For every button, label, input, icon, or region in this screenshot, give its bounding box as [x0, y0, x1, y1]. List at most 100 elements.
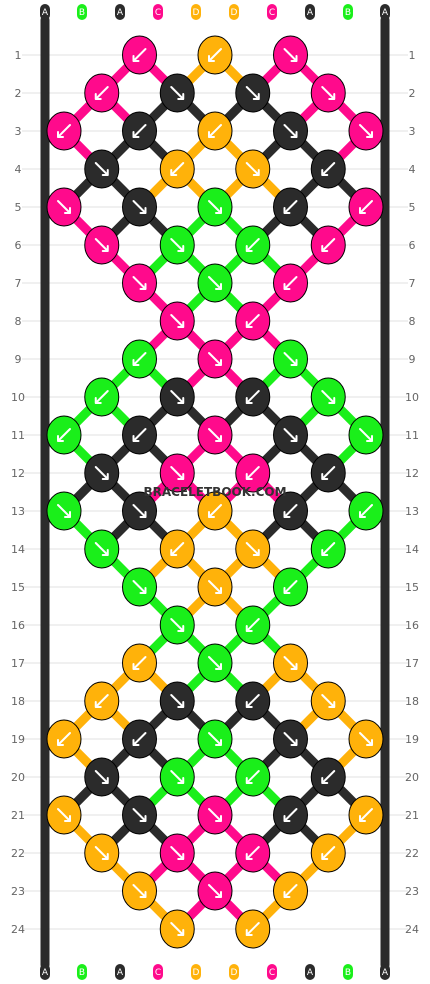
knot: [122, 491, 157, 531]
knot: [122, 567, 157, 607]
arrow-down-right-icon: [94, 238, 109, 252]
strand-label-bottom: C: [269, 968, 275, 978]
knot: [235, 529, 271, 569]
arrow-down-left-icon: [208, 124, 222, 138]
row-label-left: 24: [11, 923, 25, 936]
knot: [122, 871, 157, 911]
knot: [159, 73, 195, 113]
arrow-down-left-icon: [57, 428, 71, 442]
strand-label-bottom-cap: [40, 964, 50, 980]
knot: [197, 35, 233, 75]
arrow-down-left-icon: [170, 542, 185, 556]
arrow-down-right-icon: [94, 466, 109, 480]
strand-label-top-cap: [229, 4, 239, 20]
knot: [159, 453, 195, 493]
arrow-down-right-icon: [132, 580, 147, 594]
row-label-right: 13: [405, 505, 419, 518]
knot: [273, 719, 308, 759]
arrow-down-right-icon: [208, 276, 222, 290]
row-label-right: 17: [405, 657, 419, 670]
strand-label-top-cap: [115, 4, 125, 20]
row-label-left: 14: [11, 543, 25, 556]
arrow-down-right-icon: [359, 124, 373, 138]
strand-label-top-cap: [153, 4, 163, 20]
strand-label-top: A: [382, 8, 389, 18]
knot: [159, 681, 195, 721]
knot: [310, 681, 346, 721]
arrow-down-left-icon: [283, 808, 298, 822]
knot: [46, 111, 82, 151]
arrow-down-right-icon: [208, 200, 222, 214]
row-label-right: 1: [409, 49, 416, 62]
arrow-down-right-icon: [170, 770, 185, 784]
arrow-down-left-icon: [132, 124, 147, 138]
knot: [84, 225, 120, 265]
row-label-right: 20: [405, 771, 419, 784]
arrow-down-right-icon: [359, 732, 373, 746]
arrow-down-right-icon: [132, 808, 147, 822]
arrow-down-right-icon: [283, 732, 298, 746]
knot: [159, 833, 195, 873]
row-label-right: 22: [405, 847, 419, 860]
strand-label-top-cap: [343, 4, 353, 20]
strand-label-bottom: B: [79, 968, 85, 978]
arrow-down-left-icon: [94, 390, 109, 404]
knot: [235, 225, 271, 265]
knot: [273, 35, 308, 75]
knot: [84, 681, 120, 721]
knot: [310, 225, 346, 265]
row-label-right: 2: [409, 87, 416, 100]
row-label-right: 4: [409, 163, 416, 176]
arrow-down-right-icon: [245, 162, 260, 176]
arrow-down-right-icon: [321, 86, 336, 100]
arrow-down-left-icon: [245, 390, 260, 404]
knot: [197, 719, 233, 759]
arrow-down-right-icon: [94, 542, 109, 556]
arrow-down-left-icon: [321, 542, 336, 556]
knot: [310, 757, 346, 797]
row-label-left: 18: [11, 695, 25, 708]
strand-label-bottom: A: [382, 968, 389, 978]
row-label-right: 23: [405, 885, 419, 898]
arrow-down-right-icon: [170, 846, 185, 860]
strand-label-bottom-cap: [343, 964, 353, 980]
knot: [159, 301, 195, 341]
knot: [348, 111, 384, 151]
strand-label-top: B: [79, 8, 85, 18]
row-label-left: 1: [15, 49, 22, 62]
knot: [273, 871, 308, 911]
row-label-right: 9: [409, 353, 416, 366]
arrow-down-right-icon: [283, 48, 298, 62]
arrow-down-right-icon: [57, 504, 71, 518]
knot: [273, 795, 308, 835]
row-label-right: 6: [409, 239, 416, 252]
strand-label-bottom-cap: [267, 964, 277, 980]
arrow-down-right-icon: [57, 200, 71, 214]
row-label-right: 3: [409, 125, 416, 138]
knot: [310, 73, 346, 113]
arrow-down-left-icon: [245, 922, 260, 936]
strand-label-bottom: A: [42, 968, 49, 978]
arrow-down-left-icon: [170, 162, 185, 176]
arrow-down-left-icon: [283, 884, 298, 898]
knot: [273, 187, 308, 227]
arrow-down-left-icon: [94, 694, 109, 708]
knot: [46, 795, 82, 835]
row-label-right: 15: [405, 581, 419, 594]
knot: [159, 225, 195, 265]
strand-label-top: A: [307, 8, 314, 18]
row-label-left: 20: [11, 771, 25, 784]
row-label-right: 11: [405, 429, 419, 442]
strand-label-top: C: [269, 8, 275, 18]
knot: [46, 415, 82, 455]
knot: [122, 263, 157, 303]
arrow-down-right-icon: [132, 504, 147, 518]
strand-label-bottom-cap: [115, 964, 125, 980]
strand-label-bottom: D: [231, 968, 238, 978]
knot: [84, 377, 120, 417]
knot: [273, 643, 308, 683]
strand-label-top-cap: [380, 4, 390, 20]
arrow-down-right-icon: [283, 428, 298, 442]
arrow-down-left-icon: [57, 732, 71, 746]
